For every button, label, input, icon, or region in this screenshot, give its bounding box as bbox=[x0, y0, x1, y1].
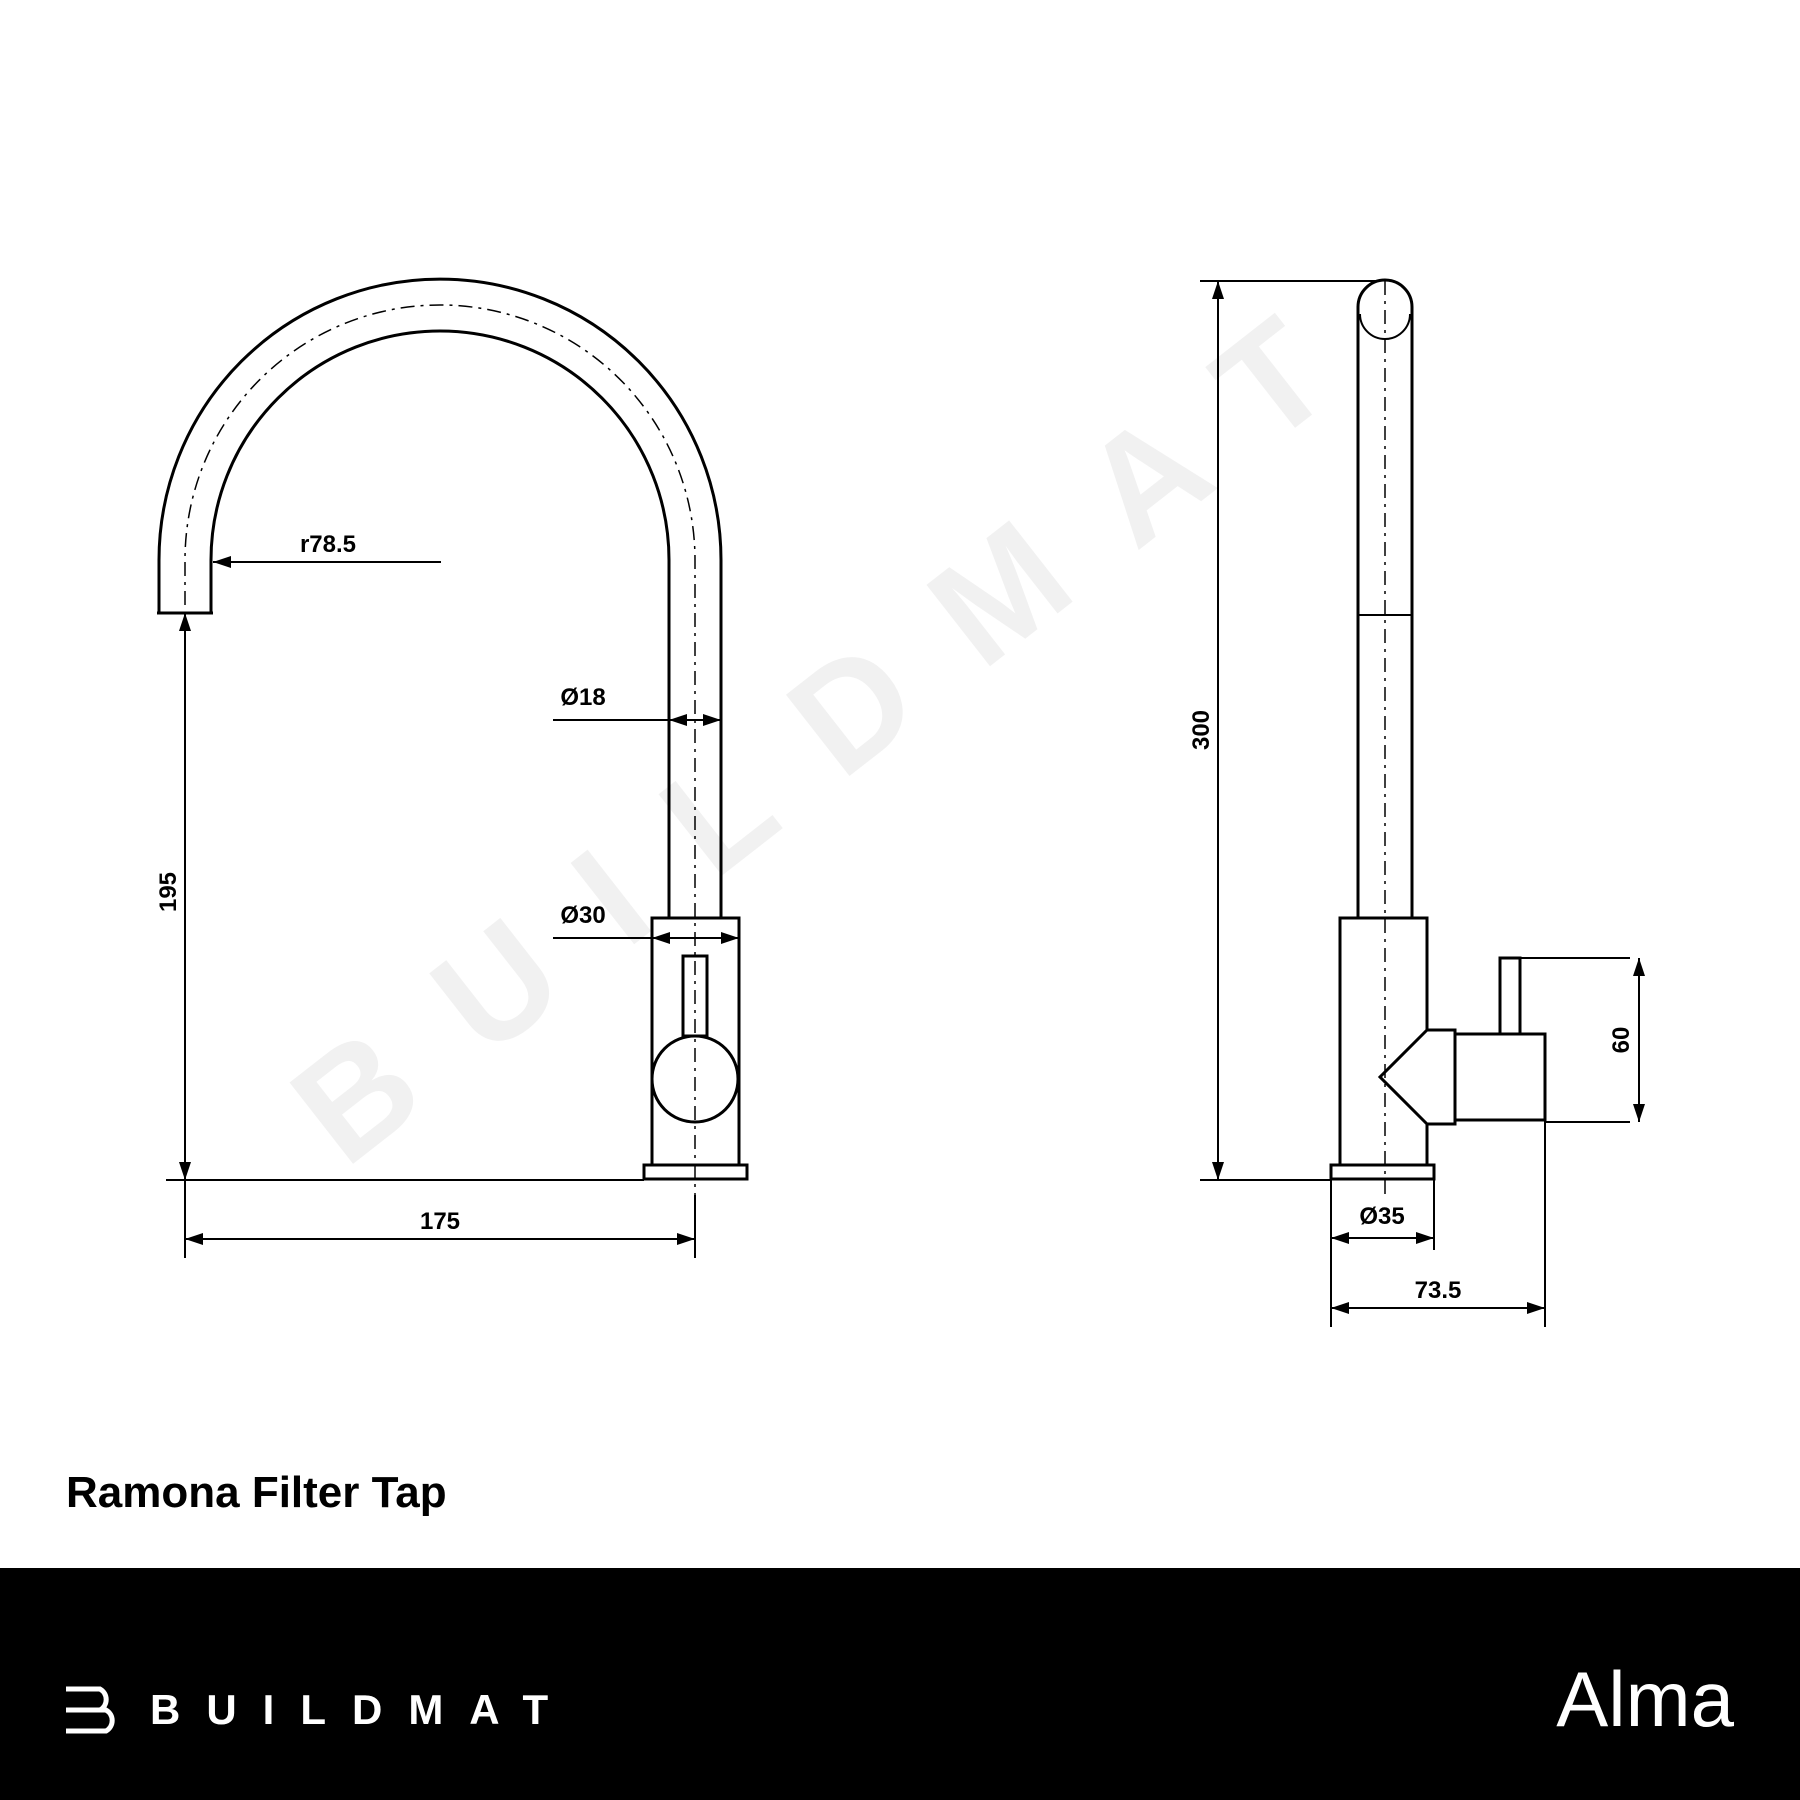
spout-diameter-arrow-b bbox=[703, 714, 721, 726]
side-body bbox=[1338, 916, 1457, 1167]
spout-centerline bbox=[184, 304, 696, 1200]
side-mixer-cone bbox=[1377, 1028, 1429, 1126]
spout-inner-edge bbox=[209, 329, 671, 918]
alma-logo: Alma bbox=[1556, 1655, 1734, 1743]
reach-label: 175 bbox=[420, 1208, 460, 1235]
side-view: 300 60 Ø35 73.5 bbox=[1188, 278, 1645, 1327]
handle-height-arrow-a bbox=[1633, 958, 1645, 976]
watermark: BUILDMAT bbox=[261, 243, 1414, 1195]
front-base bbox=[642, 1163, 749, 1181]
depth-arrow-a bbox=[1331, 1302, 1349, 1314]
side-handle-cylinder bbox=[1453, 1032, 1547, 1122]
base-diameter-arrow-b bbox=[1416, 1232, 1434, 1244]
body-diameter-arrow-b bbox=[721, 932, 739, 944]
front-handle-knob bbox=[650, 1034, 740, 1124]
side-base bbox=[1329, 1163, 1436, 1181]
depth-arrow-b bbox=[1527, 1302, 1545, 1314]
spout-height-arrow-b bbox=[179, 1162, 191, 1180]
spout-diameter-arrow-a bbox=[669, 714, 687, 726]
handle-height-arrow-b bbox=[1633, 1104, 1645, 1122]
radius-label: r78.5 bbox=[300, 531, 356, 558]
depth-label: 73.5 bbox=[1415, 1277, 1462, 1304]
product-title: Ramona Filter Tap bbox=[66, 1468, 447, 1517]
base-diameter-label: Ø35 bbox=[1359, 1203, 1404, 1230]
side-spout-tip bbox=[1359, 313, 1411, 340]
footer-bar: BUILDMAT Alma bbox=[0, 1568, 1800, 1800]
buildmat-logo: BUILDMAT bbox=[62, 1683, 574, 1737]
spout-height-arrow-a bbox=[179, 613, 191, 631]
side-handle-lever bbox=[1498, 956, 1522, 1036]
total-height-arrow-b bbox=[1212, 1162, 1224, 1180]
spout-diameter-label: Ø18 bbox=[560, 684, 605, 711]
radius-arrow bbox=[213, 556, 231, 568]
base-diameter-arrow-a bbox=[1331, 1232, 1349, 1244]
body-diameter-arrow-a bbox=[652, 932, 670, 944]
front-view: r78.5 Ø18 Ø30 195 175 bbox=[155, 277, 749, 1258]
handle-height-label: 60 bbox=[1608, 1027, 1635, 1054]
spout-height-label: 195 bbox=[155, 872, 182, 912]
side-spout bbox=[1356, 278, 1414, 918]
buildmat-wordmark: BUILDMAT bbox=[150, 1686, 575, 1733]
reach-arrow-a bbox=[185, 1233, 203, 1245]
reach-arrow-b bbox=[677, 1233, 695, 1245]
total-height-arrow-a bbox=[1212, 281, 1224, 299]
body-diameter-label: Ø30 bbox=[560, 902, 605, 929]
technical-drawing: BUILDMAT r78.5 Ø18 Ø30 195 bbox=[155, 243, 1645, 1327]
buildmat-logo-icon bbox=[66, 1686, 115, 1734]
spout-outer-edge bbox=[157, 277, 723, 918]
total-height-label: 300 bbox=[1188, 710, 1215, 750]
